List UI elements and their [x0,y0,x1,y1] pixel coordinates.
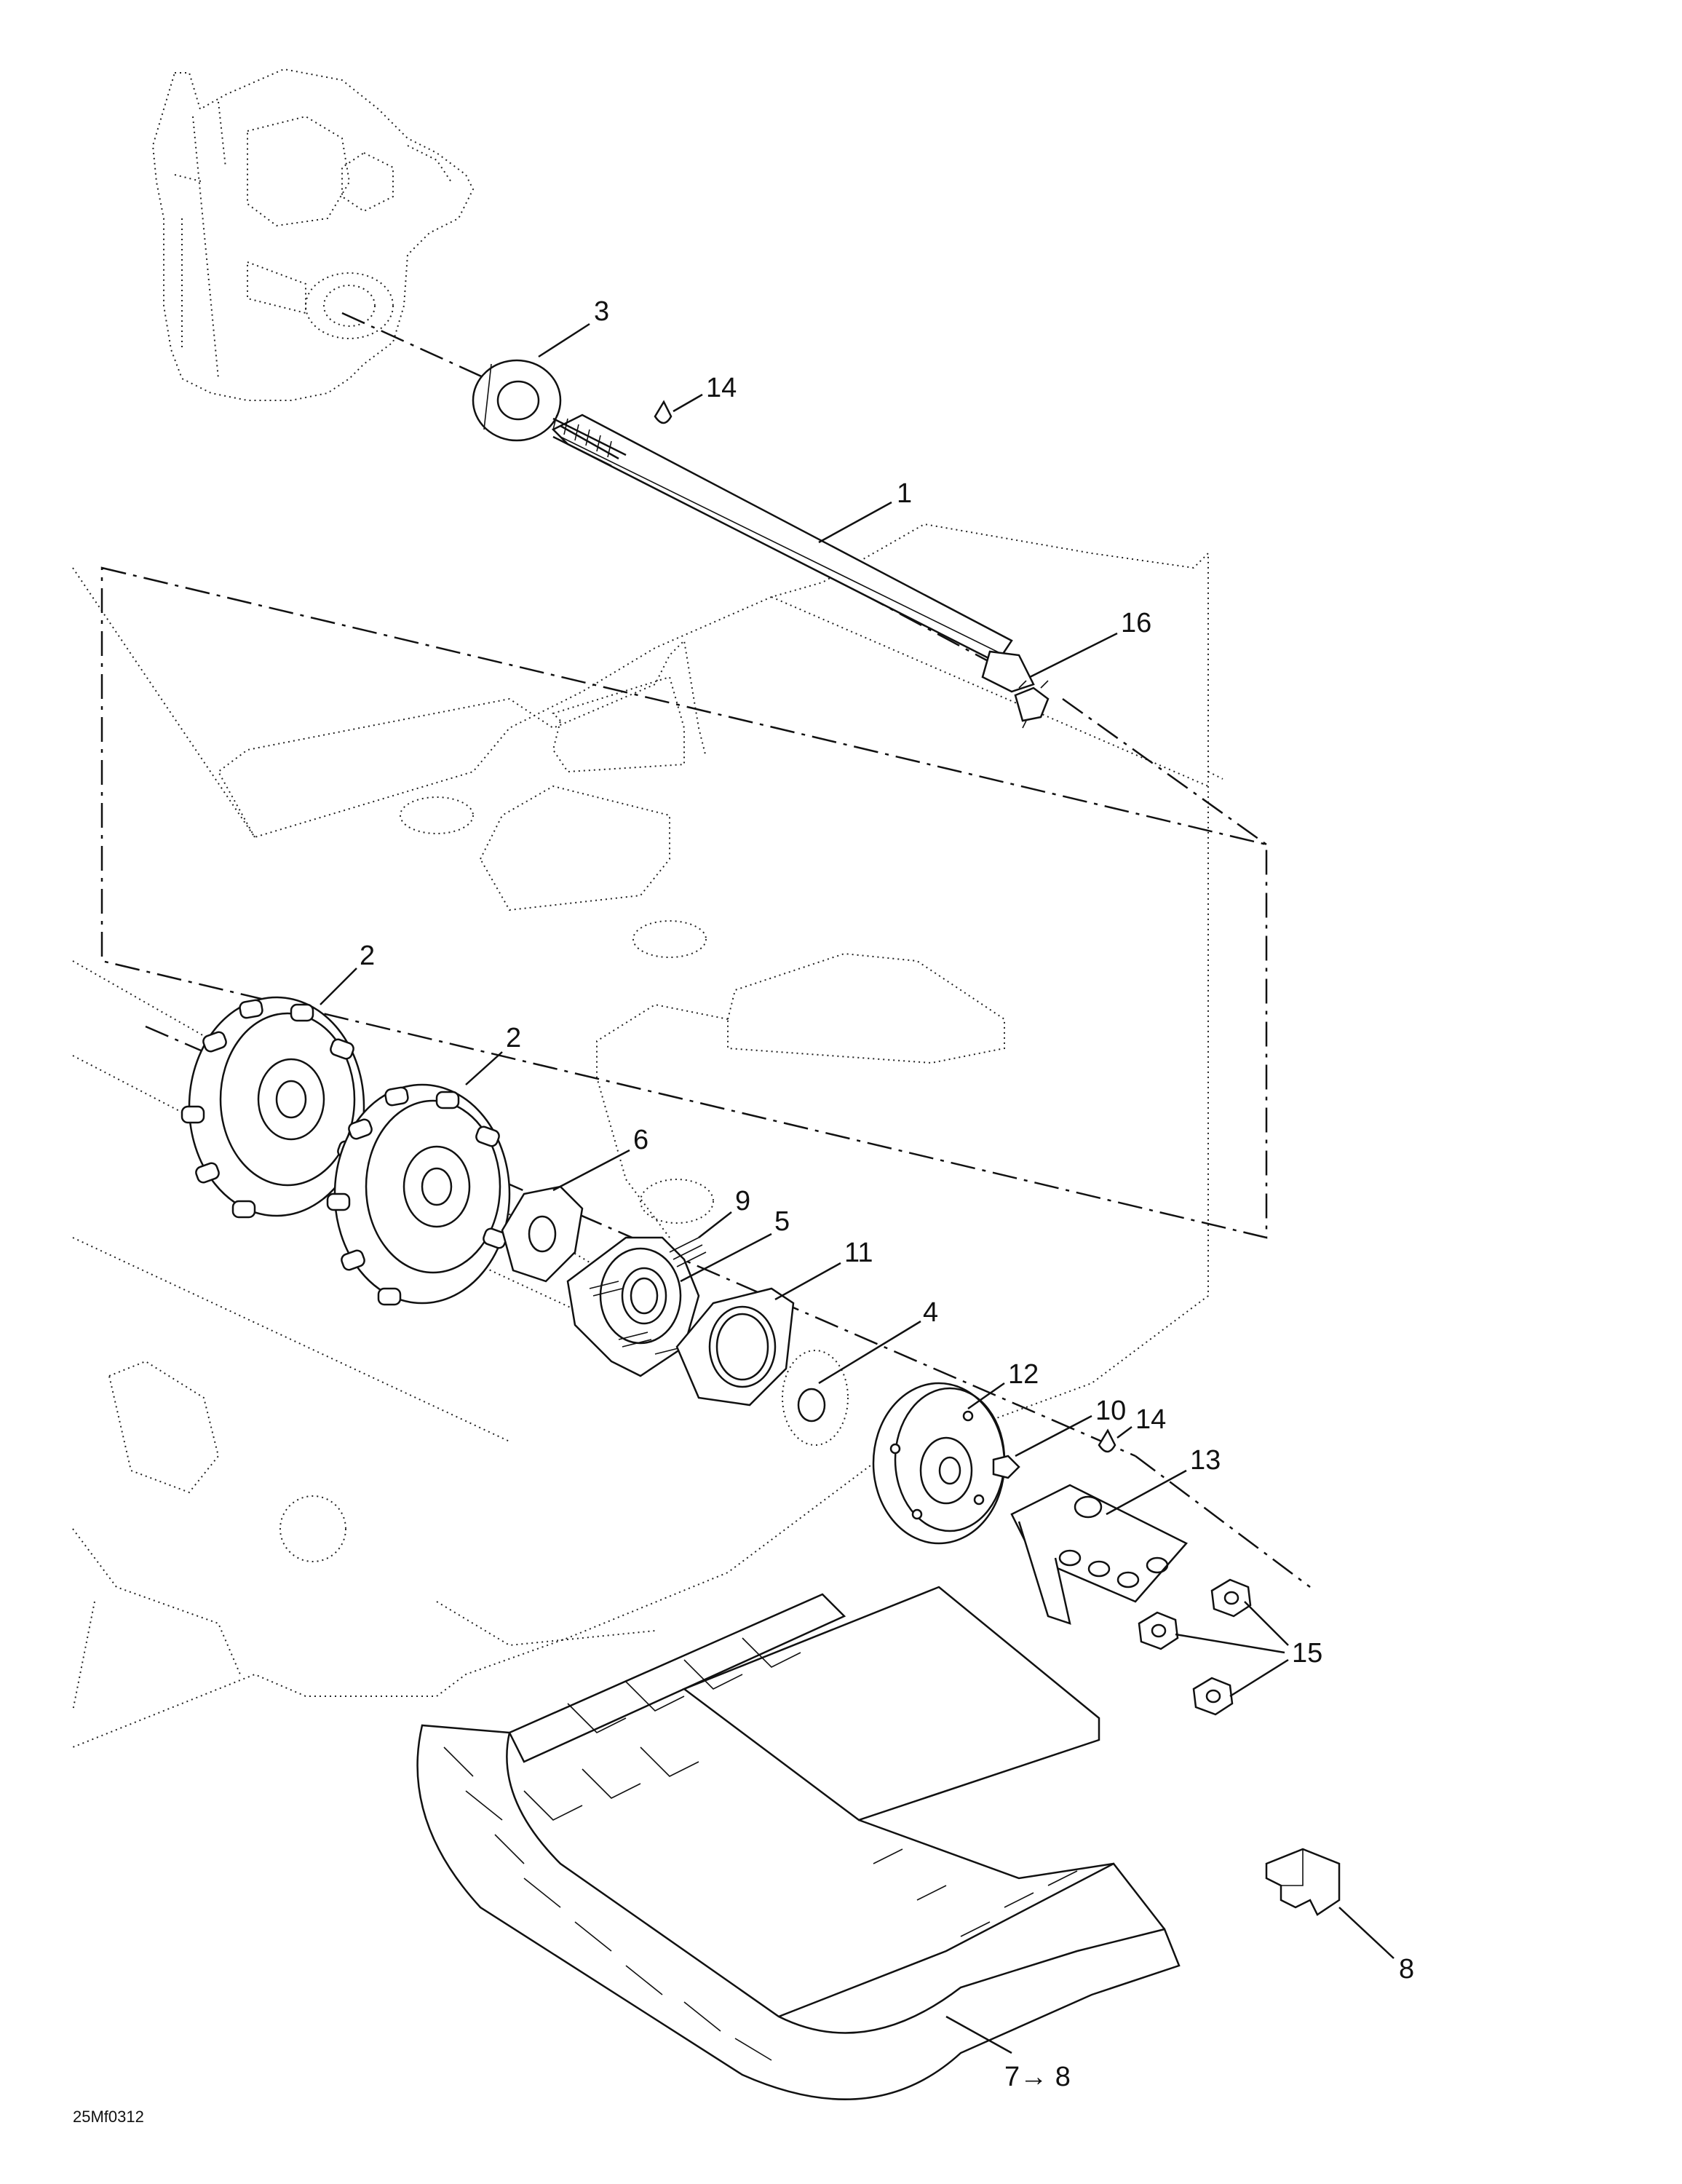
washer-part-3 [472,359,562,442]
callout-2-lower: 2 [506,1023,521,1053]
grease-fitting-part-14-top [654,400,673,424]
spacer-part-6 [501,1185,584,1283]
track-part-7 [416,1586,1181,2100]
nuts-part-15 [1138,1578,1252,1716]
callout-16: 16 [1121,608,1151,638]
callout-1: 1 [897,478,912,509]
callout-8: 8 [1399,1954,1414,1985]
callout-14-bottom: 14 [1135,1404,1166,1435]
callout-6: 6 [633,1125,648,1155]
grease-fitting-part-14-bottom [1098,1428,1116,1453]
callout-10: 10 [1095,1396,1126,1426]
chaincase-housing [151,68,475,401]
sprocket-part-2-a [181,996,365,1219]
clip-part-16 [1014,680,1050,729]
callout-7-to-8: 7→ 8 [1004,2062,1071,2092]
o-ring-part-4 [782,1350,849,1446]
figure-reference: 25Mf0312 [73,2108,144,2126]
sprocket-part-2-b [326,1083,511,1306]
drive-axle-part-1 [551,414,1035,693]
callout-14-top: 14 [706,373,737,403]
clip-part-8 [1265,1848,1341,1916]
callout-12: 12 [1008,1359,1039,1390]
callout-5: 5 [774,1206,790,1237]
bracket-part-13 [1010,1484,1189,1625]
screw-part-10 [992,1455,1020,1479]
callout-4: 4 [923,1297,938,1328]
leader-lines [320,323,1395,2054]
bearing-housing-part-5 [566,1236,700,1377]
callout-15: 15 [1292,1638,1322,1669]
bearing-plate-part-11 [675,1287,795,1406]
callout-labels: 1 2 2 3 4 5 6 7→ 8 8 9 10 11 12 13 14 14… [360,296,1414,2092]
disc-part-12 [872,1382,1006,1545]
callout-3: 3 [594,296,609,327]
callout-11: 11 [844,1238,873,1268]
callout-13: 13 [1190,1445,1221,1476]
callout-2-upper: 2 [360,941,375,971]
callout-9: 9 [735,1186,750,1216]
